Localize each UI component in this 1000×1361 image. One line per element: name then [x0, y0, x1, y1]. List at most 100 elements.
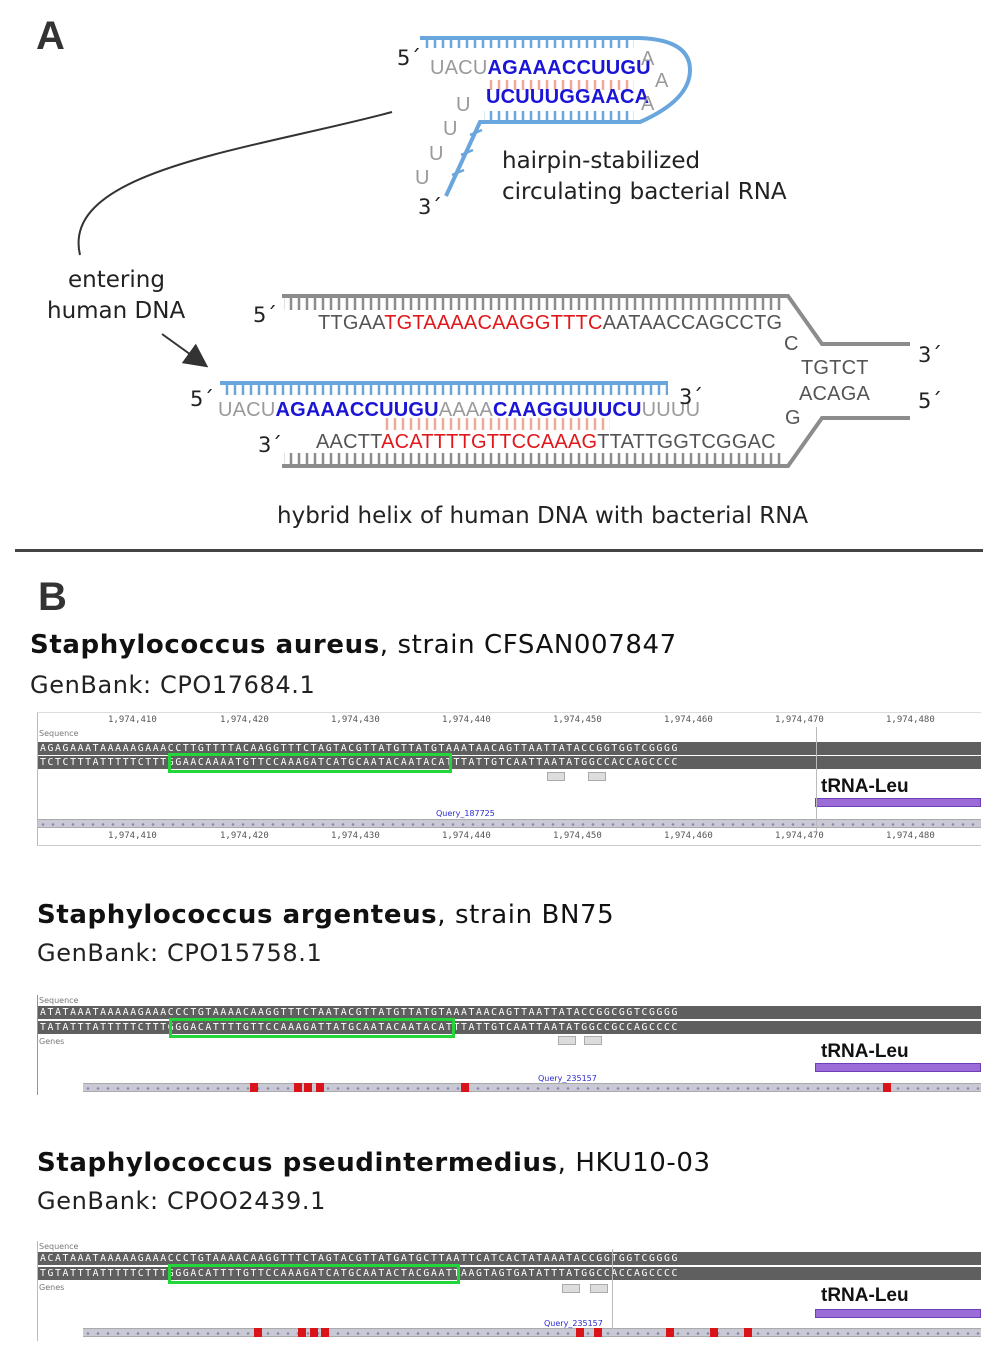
hairpin-five-prime: 5´ — [397, 46, 421, 70]
mismatch-marker — [461, 1083, 469, 1092]
ruler-tick: 1,974,440 — [442, 831, 491, 841]
mismatch-marker — [883, 1083, 891, 1092]
rna-blue1: AGAAACCUUGU — [275, 399, 439, 421]
query-track-1[interactable] — [38, 819, 981, 828]
top-strand-1: AGAGAAATAAAAAGAAACCTTGTTTTACAAGGTTTCTAGT… — [38, 742, 981, 755]
top-strand-2: ATATAAATAAAAAGAAACCCTGTAAAACAAGGTTTCTAAT… — [38, 1006, 981, 1019]
hairpin-caption-line1: hairpin-stabilized — [502, 148, 701, 174]
genome-viewer-1[interactable]: 1,974,410 1,974,420 1,974,430 1,974,440 … — [37, 712, 981, 846]
ruler-bottom-1: 1,974,410 1,974,420 1,974,430 1,974,440 … — [38, 831, 981, 843]
dna-bottom-grey1: AACTT — [316, 431, 382, 453]
sequence-track-label-1: Sequence — [39, 729, 79, 738]
dna-top-grey1: TTGAA — [318, 312, 385, 334]
nav-next-button-1[interactable] — [588, 772, 606, 781]
rna-grey1: UACU — [218, 399, 276, 421]
ruler-tick: 1,974,460 — [664, 831, 713, 841]
mismatch-marker — [304, 1083, 312, 1092]
rna-three-prime: 3´ — [679, 385, 703, 409]
hybrid-caption: hybrid helix of human DNA with bacterial… — [277, 503, 809, 529]
mismatch-marker — [316, 1083, 324, 1092]
top-strand-3: ACATAAATAAAAAGAAACCCTGTAAAACAAGGTTTCTAGT… — [38, 1252, 981, 1265]
query-label-3: Query_235157 — [544, 1319, 603, 1328]
ruler-tick: 1,974,450 — [553, 715, 602, 725]
nav-prev-button-3[interactable] — [562, 1284, 580, 1293]
panel-b-letter: B — [38, 575, 67, 619]
bottom-strand-1: TCTCTTTATTTTTCTTTGGAACAAAATGTTCCAAAGATCA… — [38, 756, 981, 769]
mismatch-marker — [250, 1083, 258, 1092]
mismatch-marker — [744, 1328, 752, 1337]
dna-bottom-red: ACATTTTGTTCCAAAG — [381, 431, 598, 453]
query-track-2[interactable] — [83, 1083, 981, 1092]
rna-five-prime: 5´ — [190, 387, 214, 411]
grid-line — [612, 1249, 613, 1329]
query-label-2: Query_235157 — [538, 1074, 597, 1083]
ruler-tick: 1,974,450 — [553, 831, 602, 841]
ruler-tick: 1,974,410 — [108, 715, 157, 725]
ruler-tick: 1,974,430 — [331, 715, 380, 725]
genes-track-label-2: Genes — [39, 1037, 65, 1046]
mismatch-marker — [321, 1328, 329, 1337]
ruler-tick: 1,974,460 — [664, 715, 713, 725]
mismatch-marker — [294, 1083, 302, 1092]
mismatch-marker — [710, 1328, 718, 1337]
dna-bottom-grey2: TTATTGGTCGGAC — [597, 431, 776, 453]
organism-1-genbank: GenBank: CPO17684.1 — [30, 671, 316, 699]
nav-next-button-3[interactable] — [590, 1284, 608, 1293]
mismatch-marker — [310, 1328, 318, 1337]
hairpin-top-grey: UACU — [430, 57, 488, 79]
organism-3-title: Staphylococcus pseudintermedius, HKU10-0… — [37, 1148, 711, 1178]
dna-bottom-strand: AACTTACATTTTGTTCCAAAGTTATTGGTCGGAC — [316, 431, 776, 454]
rna-grey2: AAAA — [438, 399, 493, 421]
hairpin-top-blue: AGAAACCUUGU — [487, 57, 651, 79]
trna-feature-3[interactable] — [815, 1309, 981, 1318]
trna-feature-2[interactable] — [815, 1063, 981, 1072]
genome-viewer-2[interactable]: Sequence ATATAAATAAAAAGAAACCCTGTAAAACAAG… — [37, 995, 981, 1095]
trna-label-1: tRNA-Leu — [821, 776, 909, 797]
fork-right-three-prime: 3´ — [918, 343, 942, 367]
nav-prev-button-1[interactable] — [547, 772, 565, 781]
bottom-strand-3: TGTATTTATTTTTCTTTGGGACATTTTGTTCCAAAGATCA… — [38, 1267, 981, 1280]
panel-a-diagram — [77, 36, 910, 468]
hairpin-backbone — [420, 36, 693, 197]
hairpin-bottom-seq: UCUUUGGAACA — [486, 86, 649, 109]
target-highlight-1 — [168, 753, 452, 773]
fork-g: G — [785, 407, 801, 429]
target-highlight-2 — [169, 1018, 455, 1038]
entering-label-line2: human DNA — [47, 298, 186, 324]
mismatch-marker — [594, 1328, 602, 1337]
hybrid-backbones — [220, 294, 910, 468]
hairpin-tail-u2: U — [443, 118, 458, 140]
ruler-tick: 1,974,440 — [442, 715, 491, 725]
target-highlight-3 — [168, 1264, 460, 1284]
fork-bottom-seq: ACAGA — [799, 383, 871, 405]
hairpin-bottom-blue: UCUUUGGAACA — [486, 86, 650, 108]
ruler-tick: 1,974,420 — [220, 831, 269, 841]
trna-label-2: tRNA-Leu — [821, 1041, 909, 1062]
trna-feature-1[interactable] — [815, 798, 981, 807]
mismatch-marker — [666, 1328, 674, 1337]
query-track-3[interactable] — [83, 1328, 981, 1337]
hairpin-loop-a2: A — [655, 70, 669, 92]
rna-strand: UACUAGAAACCUUGUAAAACAAGGUUUCUUUUU — [218, 399, 700, 422]
entry-curve — [77, 111, 393, 256]
mismatch-marker — [576, 1328, 584, 1337]
bottom-strand-2: TATATTTATTTTTCTTTGGGACATTTTGTTCCAAAGATTA… — [38, 1021, 981, 1034]
organism-2-genbank: GenBank: CPO15758.1 — [37, 939, 323, 967]
entry-arrow — [161, 333, 209, 368]
rna-grey3: UUUU — [641, 399, 701, 421]
nav-prev-button-2[interactable] — [558, 1036, 576, 1045]
entering-label-line1: entering — [68, 267, 165, 293]
sequence-track-label-3: Sequence — [39, 1242, 79, 1251]
nav-next-button-2[interactable] — [584, 1036, 602, 1045]
dna-top-grey2: AATAACCAGCCTG — [602, 312, 783, 334]
hairpin-caption-line2: circulating bacterial RNA — [502, 179, 787, 205]
organism-1-suffix: , strain CFSAN007847 — [379, 630, 677, 660]
organism-1-title: Staphylococcus aureus, strain CFSAN00784… — [30, 630, 677, 660]
organism-1-name: Staphylococcus aureus — [30, 630, 380, 660]
fork-top-seq: TGTCT — [801, 357, 869, 379]
hairpin-top-seq: UACUAGAAACCUUGU — [430, 57, 651, 80]
ruler-tick: 1,974,470 — [775, 715, 824, 725]
dna-top-strand: TTGAATGTAAAACAAGGTTTCAATAACCAGCCTG — [318, 312, 782, 335]
hairpin-tail-u3: U — [429, 143, 444, 165]
genome-viewer-3[interactable]: Sequence ACATAAATAAAAAGAAACCCTGTAAAACAAG… — [37, 1241, 981, 1341]
